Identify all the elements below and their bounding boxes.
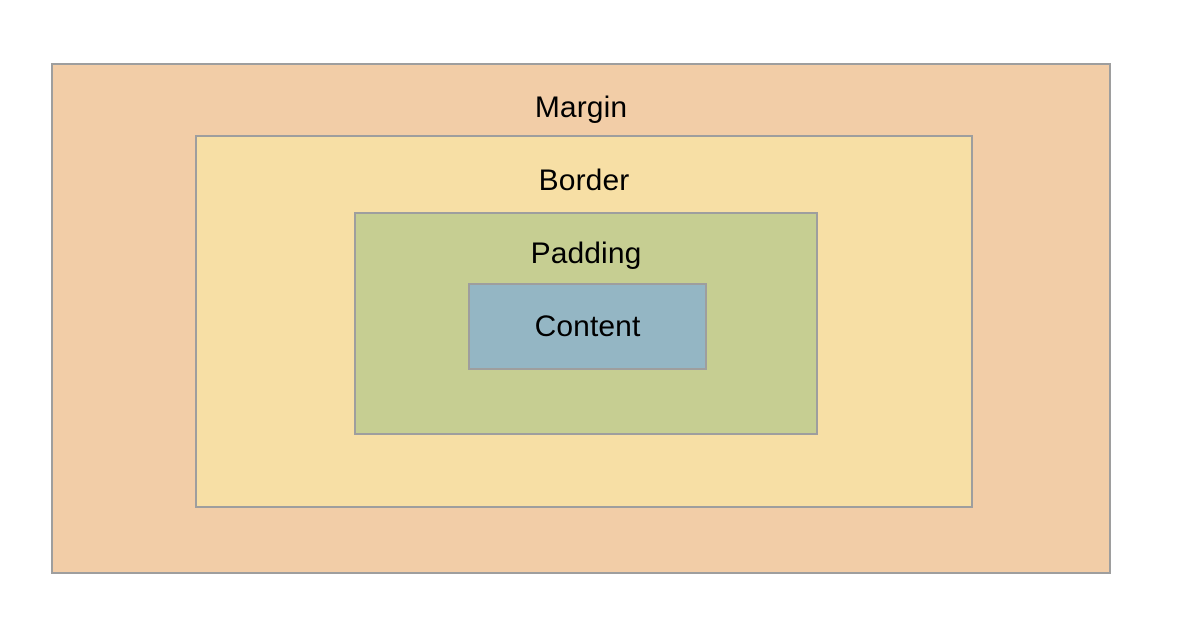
content-box: Content [468, 283, 707, 370]
padding-label: Padding [530, 237, 642, 270]
border-box: Border Padding Content [195, 135, 973, 508]
border-label: Border [538, 164, 630, 197]
content-label: Content [534, 310, 641, 343]
margin-label: Margin [534, 91, 628, 124]
padding-box: Padding Content [354, 212, 818, 435]
margin-box: Margin Border Padding Content [51, 63, 1111, 574]
